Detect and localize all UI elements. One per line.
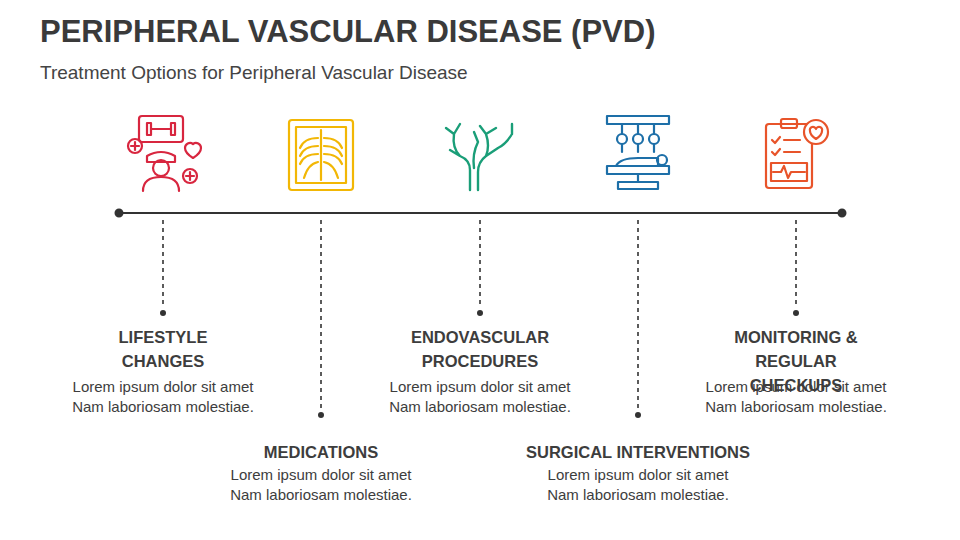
item-heading: SURGICAL INTERVENTIONS [488,440,788,464]
item-body: Lorem ipsum dolor sit amet Nam laboriosa… [60,377,266,417]
clipboard-icon [766,119,828,188]
item-body: Lorem ipsum dolor sit amet Nam laboriosa… [535,465,741,505]
item-heading: LIFESTYLE CHANGES [102,325,224,373]
item-heading: ENDOVASCULAR PROCEDURES [400,325,560,373]
subtitle: Treatment Options for Peripheral Vascula… [40,62,468,84]
vessel-icon [446,124,512,190]
item-body: Lorem ipsum dolor sit amet Nam laboriosa… [377,377,583,417]
page-title: PERIPHERAL VASCULAR DISEASE (PVD) [40,14,656,50]
item-body: Lorem ipsum dolor sit amet Nam laboriosa… [218,465,424,505]
item-body: Lorem ipsum dolor sit amet Nam laboriosa… [693,377,899,417]
surgical-robot-icon [607,116,669,189]
xray-icon [289,120,353,190]
lifestyle-icon [128,116,201,191]
timeline [116,210,846,217]
leader-dots [160,310,799,418]
item-heading: MEDICATIONS [171,440,471,464]
